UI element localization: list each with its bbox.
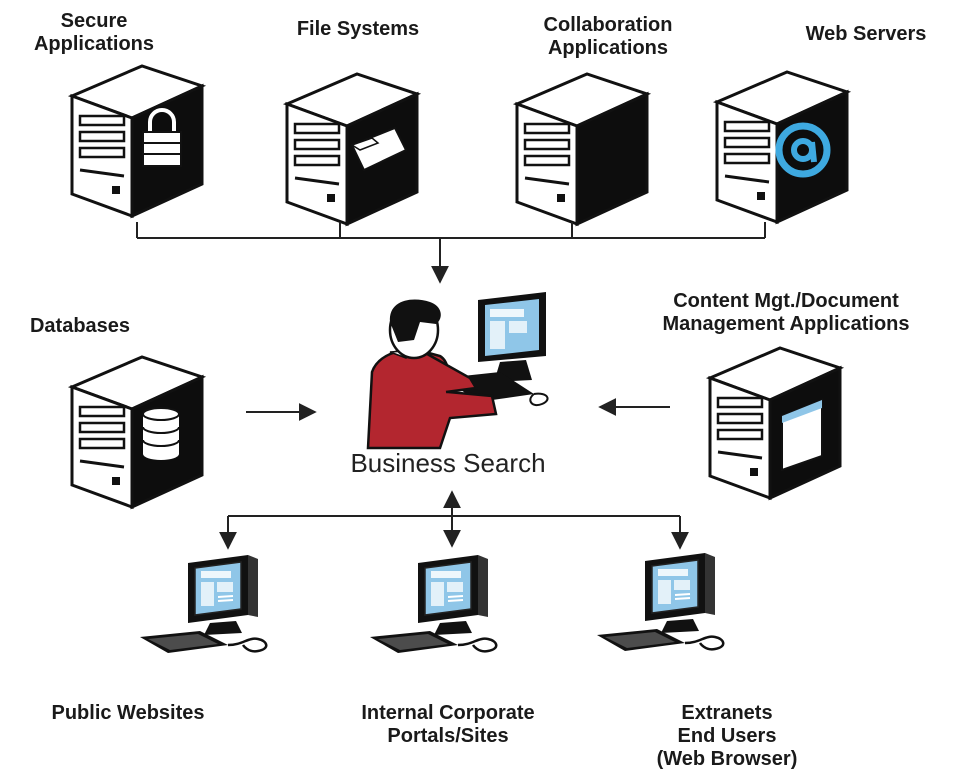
- secure-applications-label: Secure Applications: [14, 10, 174, 56]
- web-servers-server: [715, 70, 849, 224]
- extranets-label-line1: Extranets: [681, 702, 773, 724]
- collaboration-applications-label-line2: Applications: [547, 37, 668, 59]
- web-servers-label: Web Servers: [780, 23, 952, 46]
- at-sign-icon: [775, 122, 831, 178]
- user-monitor: [478, 292, 546, 382]
- content-management-label: Content Mgt./Document Management Applica…: [618, 290, 954, 336]
- public-websites-label: Public Websites: [18, 702, 238, 725]
- internal-portals-label-line1: Internal Corporate: [361, 702, 535, 724]
- folder-icon: [350, 126, 408, 172]
- collaboration-applications-server: [515, 72, 649, 226]
- collaboration-applications-label-line1: Collaboration: [543, 14, 673, 36]
- databases-label: Databases: [4, 315, 156, 338]
- top-connector: [136, 222, 766, 284]
- business-search-label-text: Business Search: [350, 448, 546, 478]
- business-search-user: [366, 292, 549, 450]
- database-icon: [142, 407, 180, 460]
- public-websites-label-line1: Public Websites: [51, 702, 205, 724]
- extranets-label-line2: End Users: [677, 725, 777, 747]
- secure-applications-label-line2: Applications: [33, 33, 154, 55]
- internal-portals-computer: [368, 553, 498, 655]
- databases-server: [70, 355, 204, 509]
- content-management-label-line2: Management Applications: [662, 313, 910, 335]
- user-shirt: [366, 348, 498, 450]
- web-servers-label-line1: Web Servers: [805, 23, 927, 45]
- bottom-connector: [219, 490, 689, 550]
- content-management-label-line1: Content Mgt./Document: [673, 290, 899, 312]
- secure-applications-label-line1: Secure: [60, 10, 128, 32]
- public-websites-computer: [138, 553, 268, 655]
- business-search-label: Business Search: [318, 448, 578, 478]
- secure-applications-server: [70, 64, 204, 218]
- file-systems-label: File Systems: [272, 18, 444, 41]
- file-systems-server: [285, 72, 419, 226]
- collaboration-applications-label: Collaboration Applications: [510, 14, 706, 60]
- file-systems-label-line1: File Systems: [296, 18, 420, 40]
- content-management-server: [708, 346, 842, 500]
- document-window-icon: [781, 398, 823, 472]
- databases-label-line1: Databases: [29, 315, 131, 337]
- extranets-label: Extranets End Users (Web Browser): [614, 702, 840, 771]
- extranets-computer: [595, 551, 725, 653]
- internal-portals-label-line2: Portals/Sites: [387, 725, 509, 747]
- extranets-label-line3: (Web Browser): [656, 748, 798, 770]
- internal-portals-label: Internal Corporate Portals/Sites: [322, 702, 574, 748]
- lock-icon: [142, 108, 182, 167]
